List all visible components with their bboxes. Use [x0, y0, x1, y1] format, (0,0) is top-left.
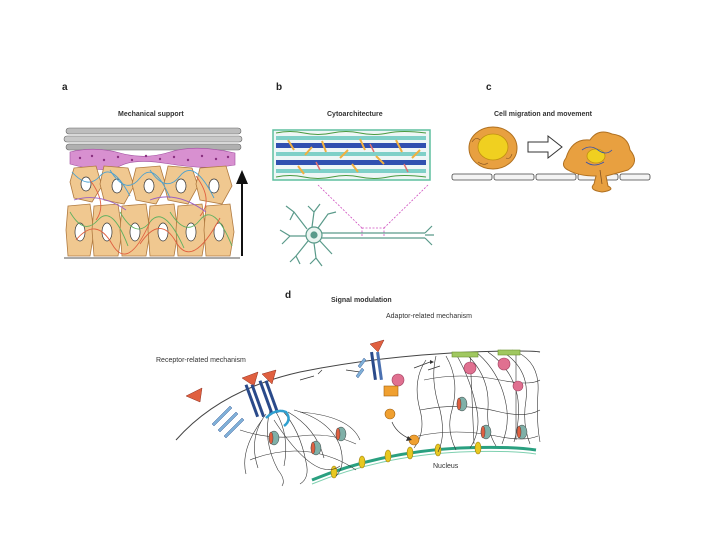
membrane-bars — [451, 349, 521, 358]
nucleus-label: Nucleus — [433, 463, 459, 470]
nuclear-pores — [330, 441, 482, 479]
panel-d-letter: d — [285, 290, 292, 301]
differentiation-arrow-icon — [236, 170, 248, 256]
receptor-mechanism-label: Receptor-related mechanism — [156, 357, 246, 364]
stratified-epithelium — [63, 127, 243, 259]
adaptor-proteins — [391, 357, 524, 392]
receptor-complex — [185, 369, 323, 439]
transition-arrow-icon — [527, 134, 563, 160]
nuclear-membrane — [311, 445, 537, 482]
panel-b-letter: b — [276, 82, 283, 93]
panel-b-title: Cytoarchitecture — [327, 111, 383, 118]
migrating-cell — [562, 131, 635, 193]
axon-cross-section — [272, 129, 431, 181]
filament-network-left — [239, 409, 361, 487]
panel-c-title: Cell migration and movement — [494, 111, 593, 118]
neuron — [279, 203, 434, 267]
adaptor-mechanism-label: Adaptor-related mechanism — [386, 313, 472, 320]
panel-c-letter: c — [486, 82, 492, 93]
panel-a-title: Mechanical support — [118, 111, 184, 118]
round-cell — [468, 126, 518, 170]
signaling-proteins — [268, 396, 528, 456]
panel-a-letter: a — [62, 82, 68, 93]
adaptor-receptor — [345, 339, 385, 381]
translocating-proteins — [383, 360, 441, 446]
panel-d-title: Signal modulation — [331, 297, 392, 304]
